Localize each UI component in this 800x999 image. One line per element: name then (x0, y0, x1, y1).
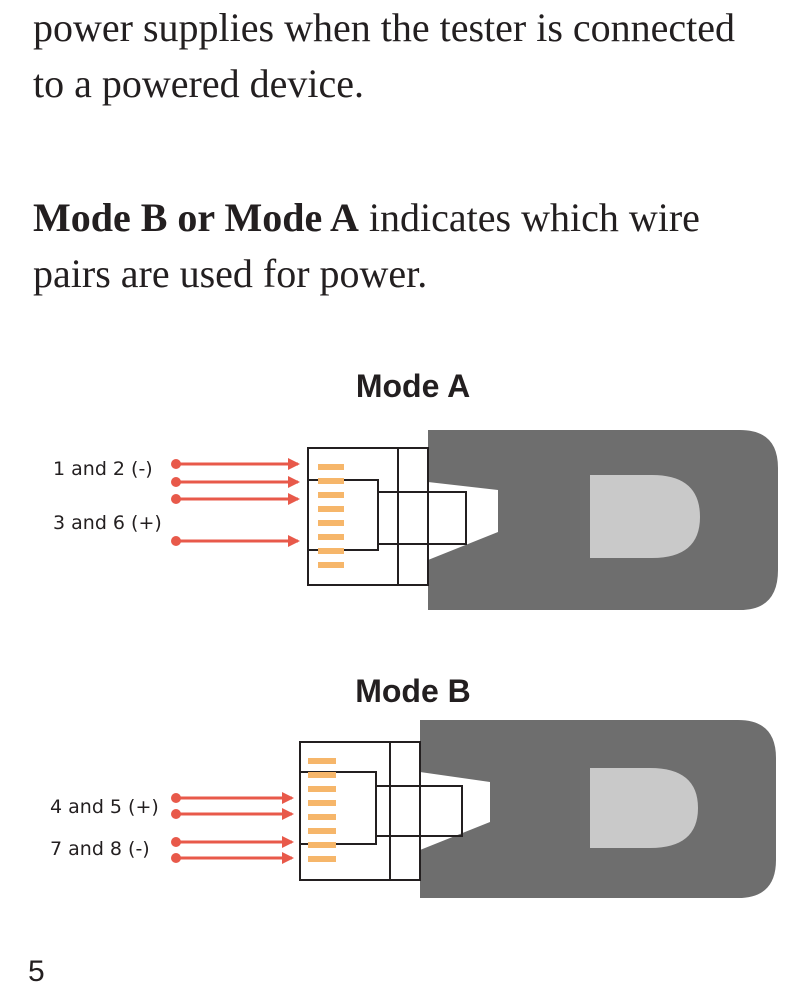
mode-b-connector-diagram (171, 720, 776, 898)
mode-a-label-3-6: 3 and 6 (+) (53, 512, 162, 534)
wire-arrows (176, 792, 294, 864)
intro-line-2: to a powered device. (33, 61, 364, 106)
mode-b-label-7-8: 7 and 8 (-) (50, 838, 150, 860)
wire-arrows (176, 458, 300, 547)
modes-line-1-rest: indicates which wire (358, 195, 700, 240)
modes-paragraph: Mode B or Mode A indicates which wire pa… (33, 190, 700, 302)
intro-paragraph: power supplies when the tester is connec… (33, 0, 735, 112)
mode-b-label-4-5: 4 and 5 (+) (50, 796, 159, 818)
connector-pins (308, 758, 336, 862)
mode-a-title: Mode A (355, 368, 471, 404)
modes-line-2: pairs are used for power. (33, 251, 428, 296)
plug-tab (590, 768, 698, 848)
wire-dots (171, 459, 181, 546)
intro-line-1: power supplies when the tester is connec… (33, 5, 736, 50)
mode-a-connector-diagram (171, 430, 778, 610)
connector-outline (299, 741, 463, 881)
mode-b-title: Mode B (355, 673, 471, 709)
page-number: 5 (28, 955, 45, 988)
wire-dots (171, 793, 181, 863)
plug-tab (590, 475, 700, 558)
mode-a-label-1-2: 1 and 2 (-) (53, 458, 153, 480)
modes-bold-text: Mode B or Mode A (33, 195, 359, 240)
connector-pins (318, 464, 344, 568)
